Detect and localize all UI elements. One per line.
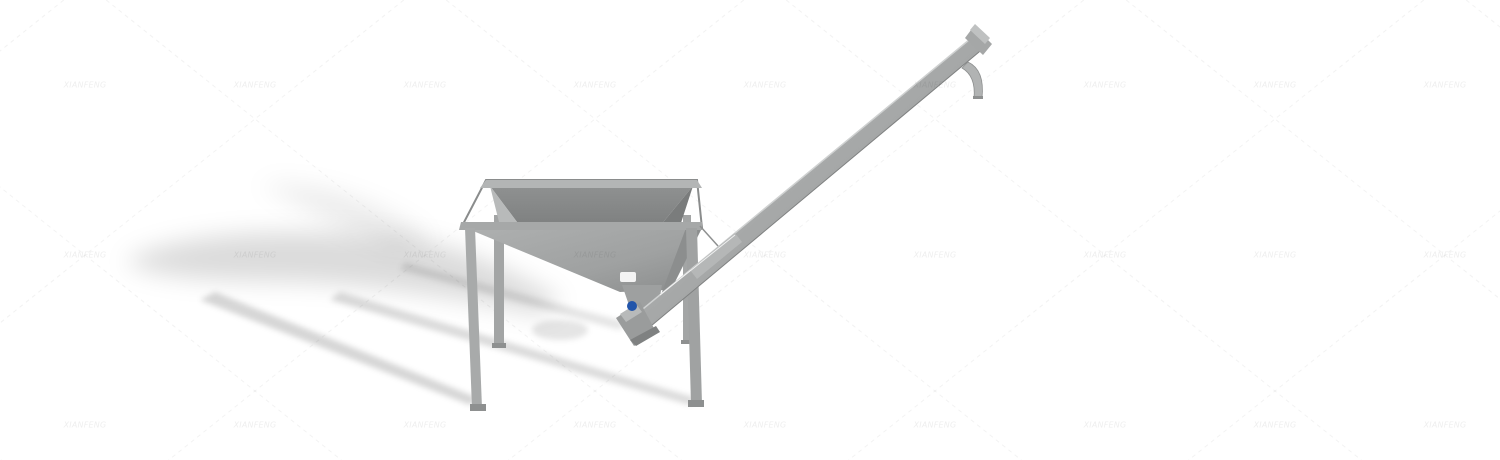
ground-shadow (125, 184, 696, 405)
auger-tube (631, 24, 992, 332)
auger-inlet-end (616, 301, 660, 346)
blue-cap (627, 301, 637, 311)
